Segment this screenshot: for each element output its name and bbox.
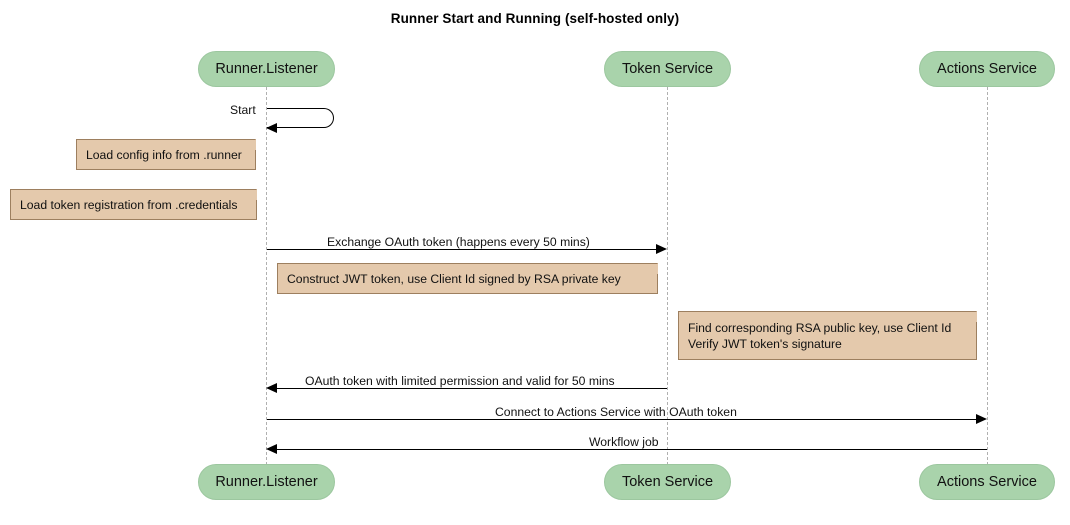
- note-fold-icon: [246, 189, 257, 200]
- page-title: Runner Start and Running (self-hosted on…: [390, 11, 680, 26]
- participant-actions-bottom[interactable]: Actions Service: [919, 464, 1055, 500]
- participant-label: Actions Service: [937, 474, 1037, 490]
- note-load-config: Load config info from .runner: [76, 139, 256, 170]
- message-arrowhead-exchange-oauth: [656, 244, 667, 254]
- participant-actions-top[interactable]: Actions Service: [919, 51, 1055, 87]
- lifeline-token: [667, 87, 668, 465]
- participant-runner-top[interactable]: Runner.Listener: [198, 51, 335, 87]
- lifeline-actions: [987, 87, 988, 465]
- message-label-exchange-oauth: Exchange OAuth token (happens every 50 m…: [327, 235, 590, 249]
- note-load-credentials: Load token registration from .credential…: [10, 189, 257, 220]
- message-line-oauth-return: [277, 388, 667, 389]
- message-label-connect-actions: Connect to Actions Service with OAuth to…: [495, 405, 737, 419]
- note-text: Find corresponding RSA public key, use C…: [688, 320, 952, 351]
- participant-label: Token Service: [621, 474, 714, 490]
- message-line-exchange-oauth: [267, 249, 657, 250]
- note-fold-icon: [966, 311, 977, 322]
- message-label-start: Start: [230, 103, 256, 117]
- message-line-workflow-job: [277, 449, 987, 450]
- participant-label: Runner.Listener: [215, 474, 318, 490]
- participant-label: Actions Service: [937, 61, 1037, 77]
- message-label-workflow-job: Workflow job: [589, 435, 659, 449]
- message-label-oauth-return: OAuth token with limited permission and …: [305, 374, 615, 388]
- participant-token-top[interactable]: Token Service: [604, 51, 731, 87]
- note-text: Load token registration from .credential…: [20, 197, 238, 212]
- note-fold-icon: [647, 263, 658, 274]
- participant-label: Runner.Listener: [215, 61, 318, 77]
- self-message-start-loop: [267, 108, 334, 128]
- lifeline-runner: [266, 87, 267, 465]
- self-message-start-arrowhead: [266, 123, 277, 133]
- note-construct-jwt: Construct JWT token, use Client Id signe…: [277, 263, 658, 294]
- participant-label: Token Service: [621, 61, 714, 77]
- message-arrowhead-workflow-job: [266, 444, 277, 454]
- note-text: Construct JWT token, use Client Id signe…: [287, 271, 621, 286]
- note-verify-signature: Find corresponding RSA public key, use C…: [678, 311, 977, 360]
- message-arrowhead-connect-actions: [976, 414, 987, 424]
- participant-token-bottom[interactable]: Token Service: [604, 464, 731, 500]
- participant-runner-bottom[interactable]: Runner.Listener: [198, 464, 335, 500]
- note-fold-icon: [245, 139, 256, 150]
- note-text: Load config info from .runner: [86, 147, 242, 162]
- message-line-connect-actions: [267, 419, 977, 420]
- message-arrowhead-oauth-return: [266, 383, 277, 393]
